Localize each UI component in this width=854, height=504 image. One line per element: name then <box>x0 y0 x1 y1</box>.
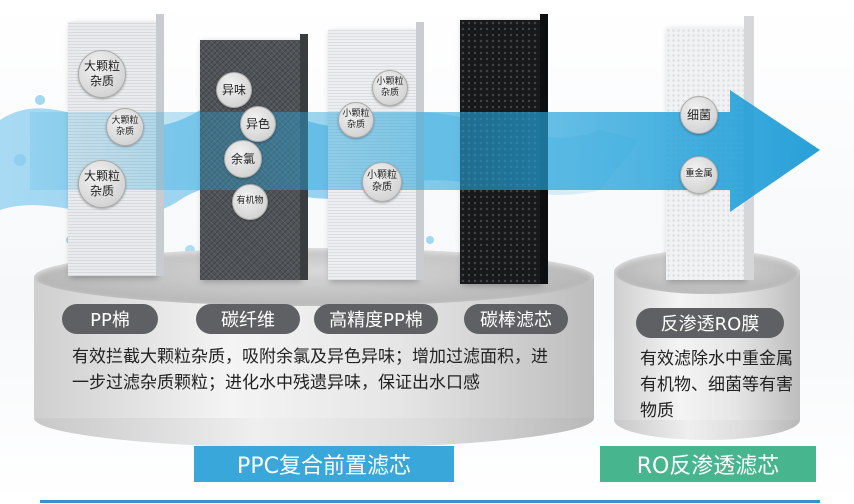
hpp-bubble-3: 小颗粒 杂质 <box>362 162 402 202</box>
water-flow-arrow <box>30 90 820 212</box>
pp-bubble-1: 大颗粒 杂质 <box>78 50 126 98</box>
ro-banner: RO反渗透滤芯 <box>600 446 816 482</box>
label-pp-cotton: PP棉 <box>62 304 158 334</box>
carbon-bubble-odor: 异味 <box>216 72 252 108</box>
ro-drum <box>614 250 800 440</box>
ppc-description: 有效拦截大颗粒杂质，吸附余氯及异色异味；增加过滤面积，进一步过滤杂质颗粒；进化水… <box>72 347 548 393</box>
carbon-bubble-organic: 有机物 <box>232 184 268 220</box>
hpp-bubble-1: 小颗粒 杂质 <box>372 70 408 106</box>
ro-bubble-heavy-metal: 重金属 <box>680 156 718 194</box>
carbon-bubble-color: 异色 <box>240 106 276 142</box>
ro-bubble-bacteria: 细菌 <box>680 96 718 134</box>
label-high-precision-pp: 高精度PP棉 <box>314 304 438 334</box>
label-carbon-block: 碳棒滤芯 <box>464 304 568 334</box>
hpp-bubble-2: 小颗粒 杂质 <box>338 102 374 138</box>
ro-description: 有效滤除水中重金属有机物、细菌等有害物质 <box>640 349 793 421</box>
pp-bubble-2: 大颗粒 杂质 <box>106 108 144 146</box>
bottom-rule <box>40 500 820 503</box>
pp-bubble-3: 大颗粒 杂质 <box>78 160 126 208</box>
carbon-bubble-chlorine: 余氯 <box>224 140 262 178</box>
label-carbon-fiber: 碳纤维 <box>196 304 300 334</box>
ppc-banner: PPC复合前置滤芯 <box>194 446 454 482</box>
label-ro-membrane: 反渗透RO膜 <box>636 308 784 338</box>
